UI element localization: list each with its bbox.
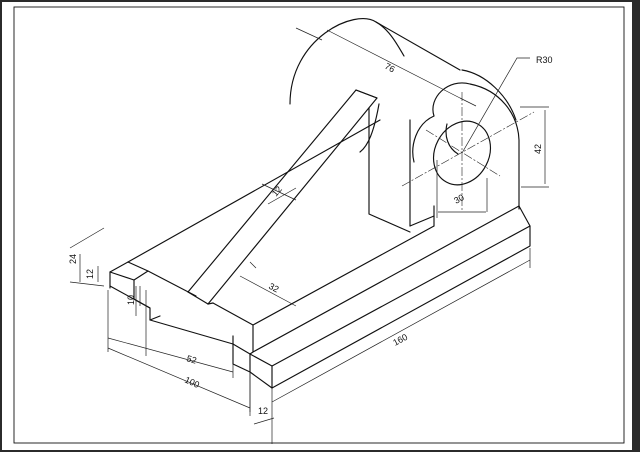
dim-52: 52 bbox=[185, 353, 197, 365]
dim-76: 76 bbox=[383, 61, 397, 75]
dim-10: 10 bbox=[126, 295, 136, 305]
dim-42: 42 bbox=[533, 144, 543, 154]
dim-24: 24 bbox=[68, 254, 78, 264]
rib bbox=[187, 89, 378, 305]
dim-12-left: 12 bbox=[85, 269, 95, 279]
base-plate bbox=[232, 205, 531, 389]
upright-boss bbox=[289, 18, 520, 233]
paper bbox=[2, 2, 632, 450]
bore-hole bbox=[432, 120, 492, 186]
dimension-lines bbox=[69, 27, 549, 444]
dim-30: 30 bbox=[452, 192, 466, 206]
dim-32: 32 bbox=[267, 281, 281, 295]
drawing-frame bbox=[13, 6, 625, 444]
dimension-labels: 76 R30 42 30 12 32 24 12 10 52 100 160 1… bbox=[68, 55, 553, 416]
center-lines bbox=[401, 92, 535, 212]
dim-r30: R30 bbox=[536, 55, 553, 65]
dim-12-base: 12 bbox=[258, 406, 268, 416]
left-block bbox=[109, 119, 435, 353]
dim-12-rib: 12 bbox=[270, 184, 284, 198]
